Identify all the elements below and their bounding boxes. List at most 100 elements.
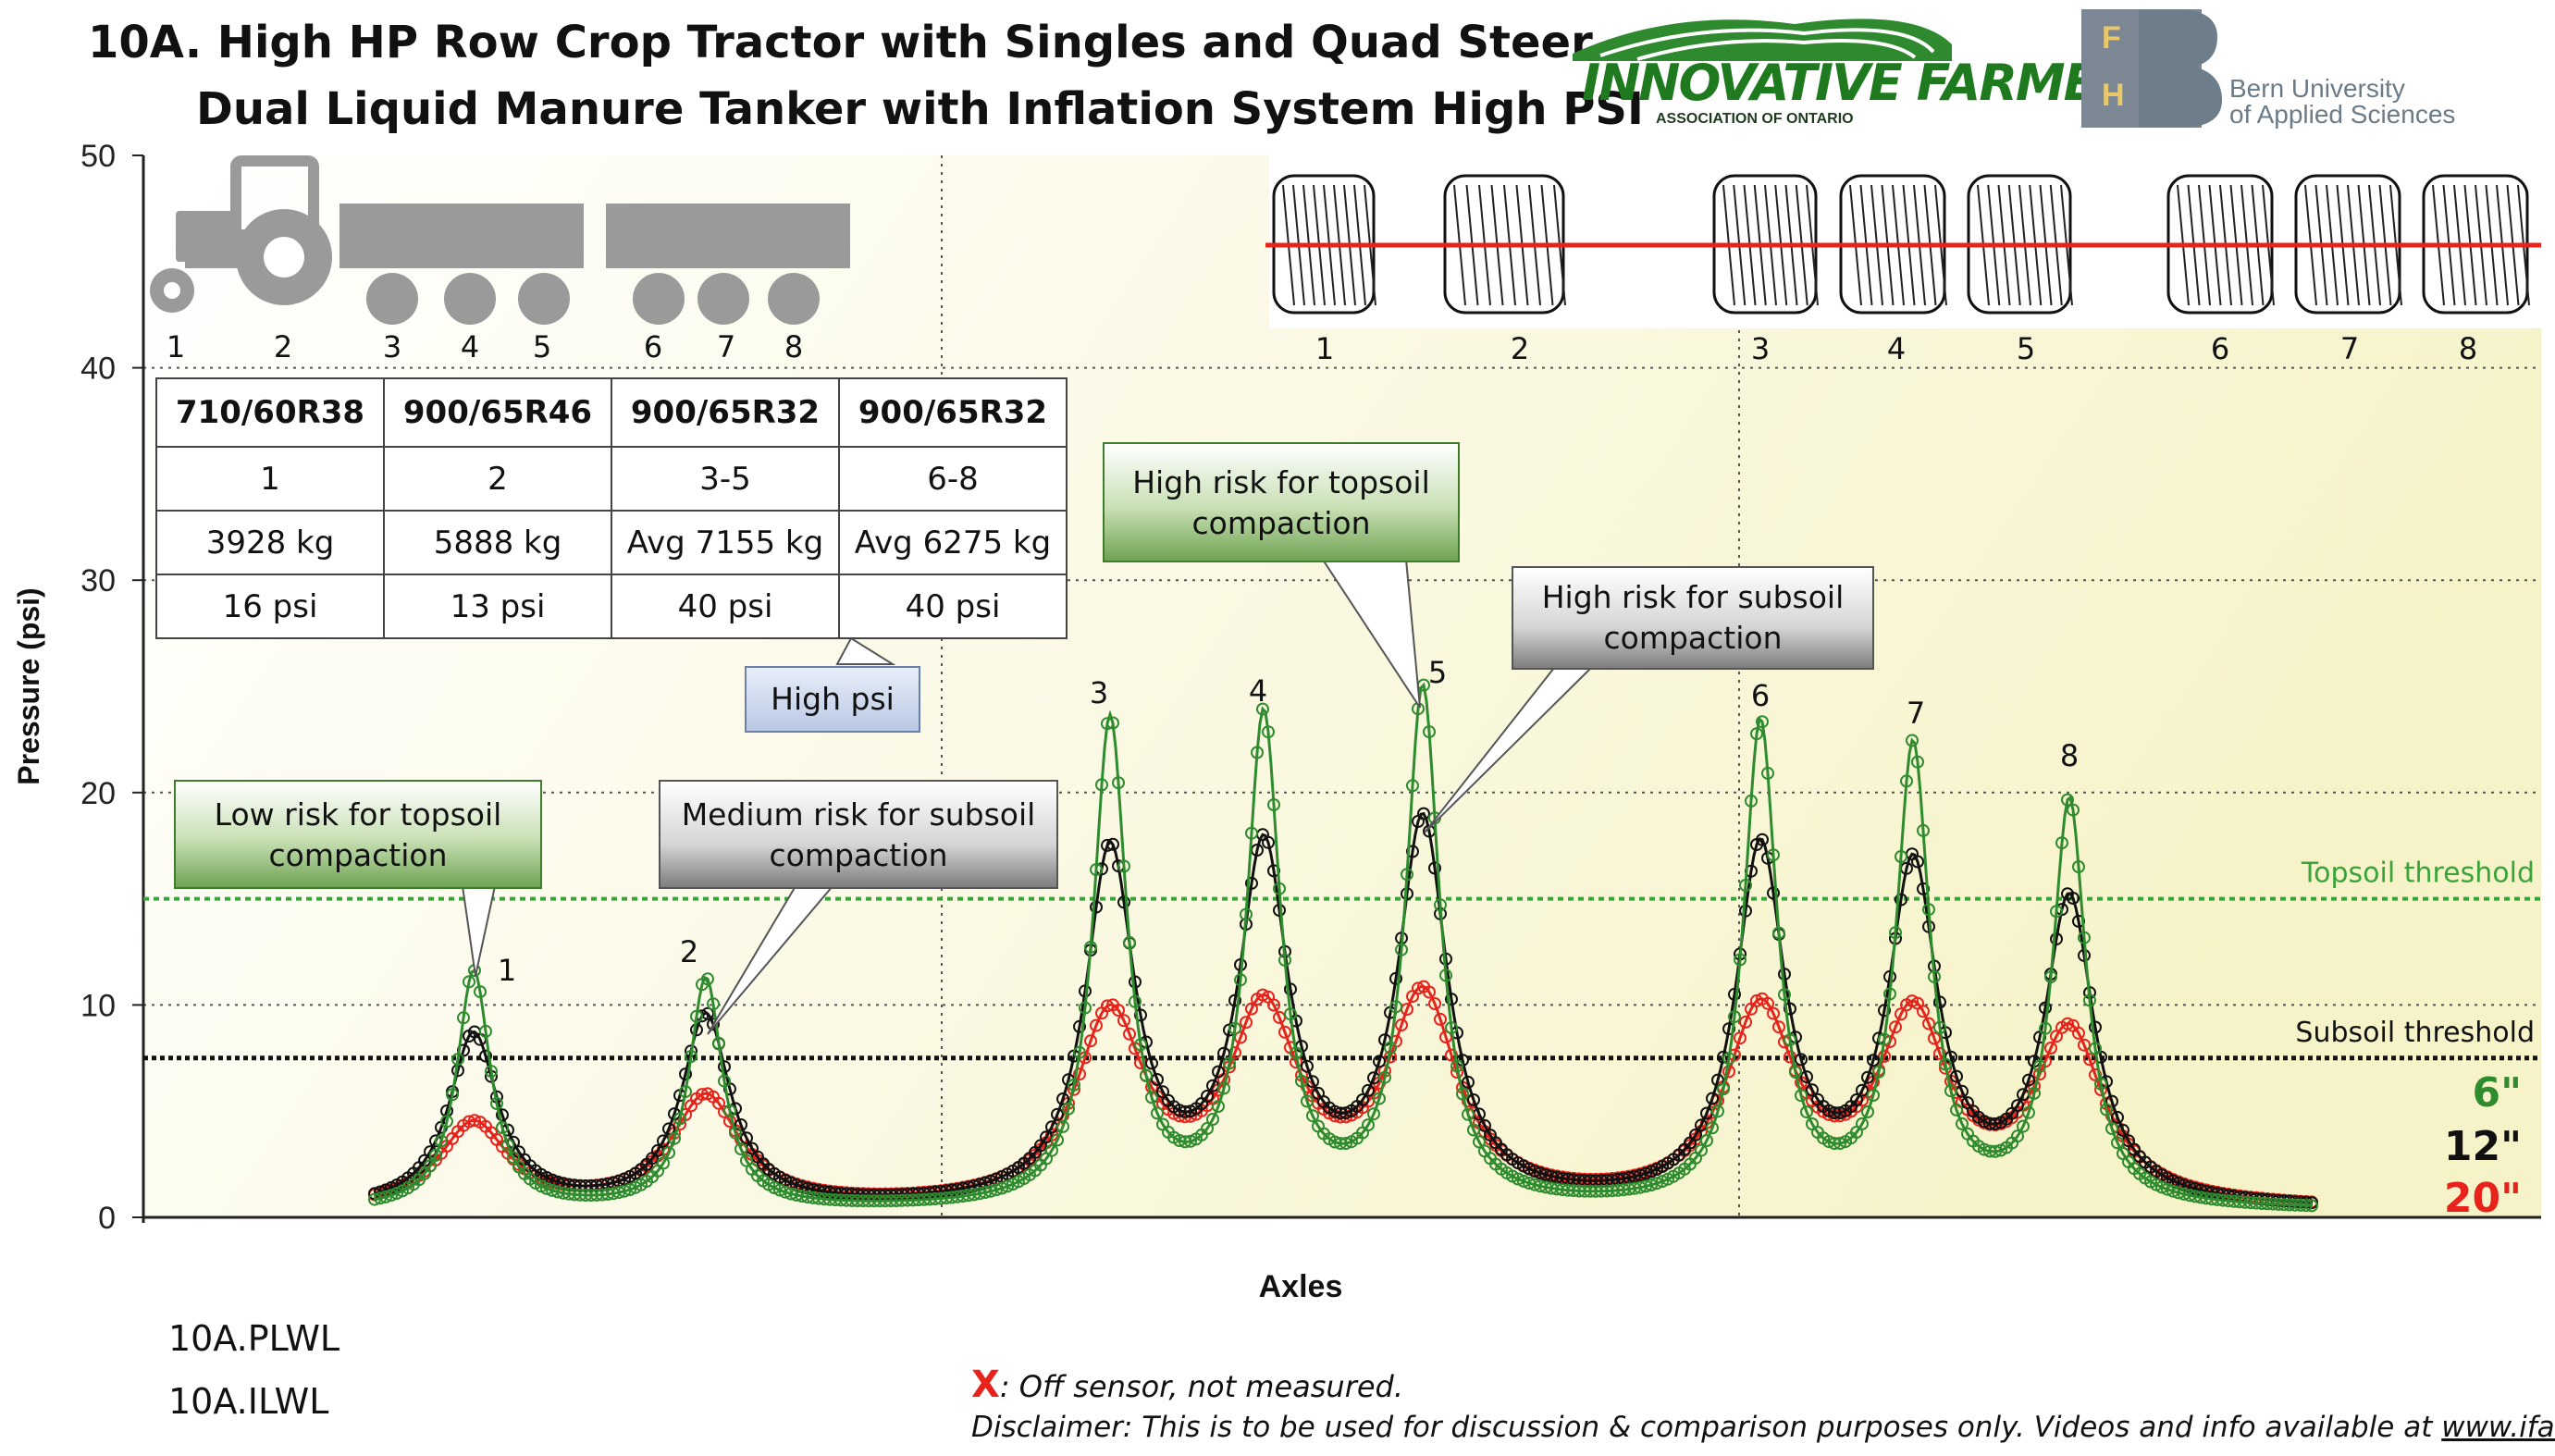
data-point: [668, 1131, 681, 1145]
diagram-number: 3: [383, 329, 401, 364]
table-header-cell: 900/65R32: [611, 377, 840, 448]
data-point: [1301, 1059, 1314, 1073]
data-point: [2050, 905, 2063, 919]
data-point: [1117, 859, 1130, 873]
data-point: [1140, 1068, 1153, 1082]
data-point: [1800, 1105, 1813, 1119]
data-point: [1895, 893, 1907, 907]
table-cell: Avg 6275 kg: [838, 510, 1068, 575]
data-point: [1134, 1008, 1147, 1022]
data-point: [1956, 1117, 1969, 1130]
data-point: [1084, 941, 1097, 954]
data-point: [1706, 1121, 1719, 1135]
data-point: [1145, 1056, 1158, 1070]
data-point: [1933, 1046, 1946, 1060]
table-cell: 5888 kg: [383, 510, 612, 575]
data-point: [1106, 716, 1119, 730]
data-point: [1467, 1123, 1480, 1137]
data-point: [1917, 823, 1930, 837]
data-point: [1240, 1016, 1253, 1030]
table-cell: 40 psi: [611, 574, 840, 639]
data-point: [2105, 1122, 2118, 1135]
data-point: [1273, 1010, 1286, 1024]
data-point: [2094, 1077, 2107, 1091]
data-point: [479, 1024, 492, 1038]
data-point: [723, 1104, 736, 1117]
data-point: [1406, 779, 1419, 793]
data-point: [1739, 1015, 1752, 1029]
diagram-number: 1: [167, 329, 185, 364]
data-point: [2061, 793, 2074, 807]
data-point: [457, 1011, 470, 1025]
peak-label: 2: [680, 934, 698, 969]
data-point: [1151, 1073, 1164, 1086]
data-point: [1056, 1092, 1069, 1105]
table-cell: 3-5: [611, 446, 840, 512]
data-point: [1201, 1122, 1214, 1135]
data-point: [1917, 1005, 1930, 1018]
data-point: [424, 1159, 437, 1173]
data-point: [712, 1036, 725, 1050]
data-point: [2161, 1182, 2174, 1196]
data-point: [1950, 1069, 1963, 1083]
data-point: [2078, 1038, 2091, 1052]
table-header-cell: 900/65R32: [838, 377, 1068, 448]
data-point: [1734, 953, 1747, 967]
peak-label: 6: [1751, 678, 1770, 713]
threshold-label: Subsoil threshold: [2295, 1017, 2535, 1049]
peak-label: 1: [498, 953, 516, 988]
data-point: [1928, 1031, 1941, 1045]
code-ilwl: 10A.ILWL: [168, 1381, 329, 1422]
data-point: [1217, 1046, 1230, 1060]
data-point: [1911, 855, 1924, 869]
data-point: [1861, 1105, 1874, 1118]
peak-label: 5: [1428, 655, 1447, 690]
data-point: [1878, 1032, 1891, 1046]
data-point: [2044, 970, 2057, 983]
data-point: [1395, 1018, 1408, 1032]
data-point: [1212, 1100, 1225, 1113]
data-point: [1084, 1034, 1097, 1048]
data-point: [1445, 1021, 1458, 1035]
data-point: [474, 985, 487, 999]
disclaimer-text: Disclaimer: This is to be used for discu…: [971, 1411, 2442, 1444]
farm-field-icon: [1573, 19, 1952, 61]
bern-university-line2: of Applied Sciences: [2229, 100, 2456, 129]
data-point: [1395, 943, 1408, 956]
data-point: [1767, 886, 1780, 900]
data-point: [446, 1088, 459, 1102]
data-point: [1700, 1134, 1713, 1147]
data-point: [1478, 1118, 1491, 1132]
diagram-number: 5: [533, 329, 551, 364]
data-point: [1245, 1002, 1258, 1016]
data-point: [1228, 1021, 1241, 1035]
data-point: [1256, 702, 1269, 716]
data-point: [729, 1126, 742, 1140]
data-point: [2089, 1067, 2102, 1081]
callout-high-topsoil: High risk for topsoil compaction: [1103, 442, 1460, 562]
data-point: [1900, 774, 1913, 788]
tire-number: 4: [1887, 331, 1906, 366]
data-point: [2072, 1026, 2085, 1040]
tanker-body-1: [339, 204, 584, 268]
data-point: [1806, 1083, 1819, 1097]
website-link[interactable]: www.ifao.com: [2441, 1411, 2555, 1444]
tanker-wheel: [697, 273, 749, 325]
data-point: [1251, 746, 1264, 759]
data-point: [1711, 1104, 1724, 1118]
y-tick-label: 0: [98, 1201, 116, 1236]
off-sensor-text: : Off sensor, not measured.: [999, 1369, 1404, 1404]
data-point: [1689, 1128, 1702, 1141]
diagram-number: 6: [644, 329, 662, 364]
data-point: [1933, 995, 1946, 1009]
data-point: [1473, 1135, 1486, 1149]
data-point: [1001, 1179, 1014, 1193]
data-point: [1867, 1054, 1880, 1067]
legend: 6"12"20": [2444, 1069, 2522, 1222]
off-sensor-note: X: Off sensor, not measured.: [971, 1363, 1403, 1406]
data-point: [1872, 1065, 1885, 1079]
data-point: [2017, 1119, 2030, 1133]
